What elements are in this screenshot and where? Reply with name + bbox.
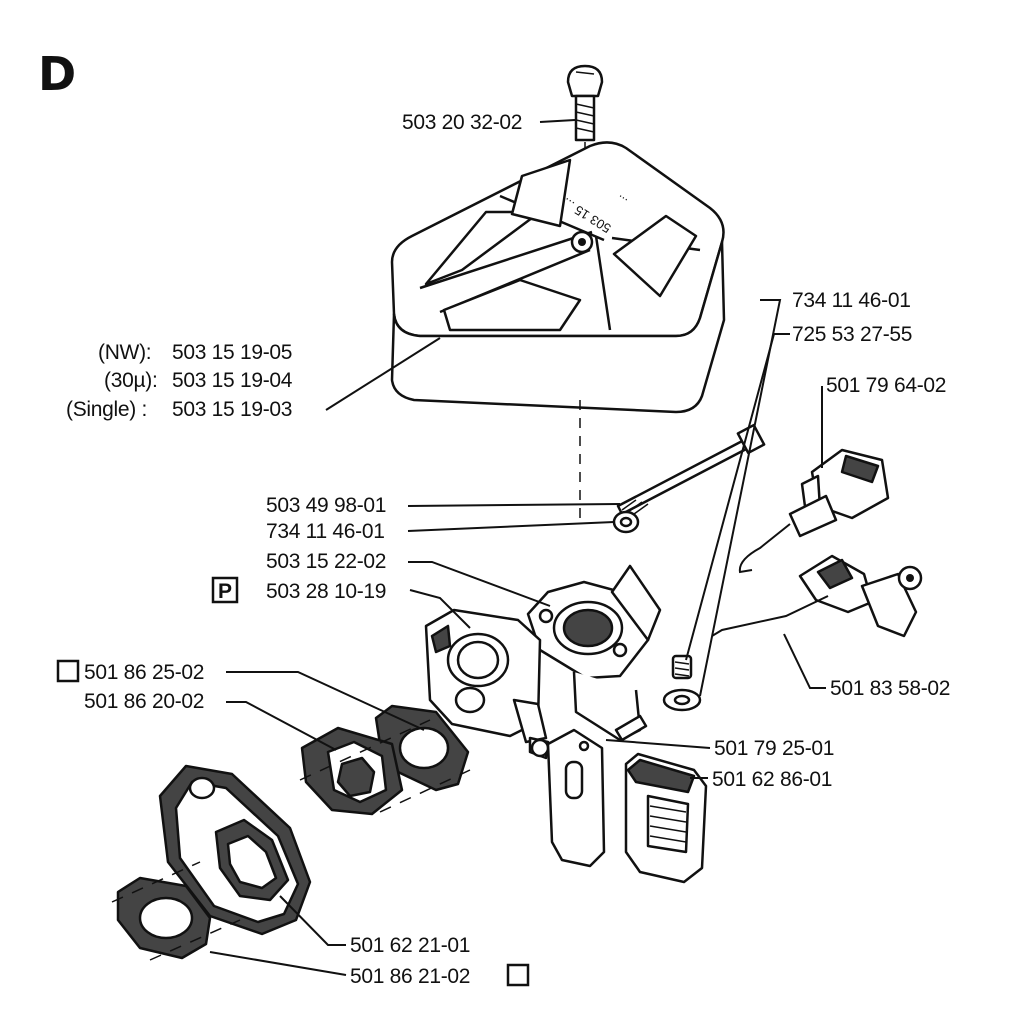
- screw-right-part: [662, 654, 702, 712]
- axis-carb: [299, 719, 431, 781]
- label-gasket-top: 501 86 25-02: [84, 661, 204, 684]
- label-housing: 501 62 21-01: [350, 934, 470, 957]
- leader-lines: [209, 119, 826, 976]
- label-washer-left: 734 11 46-01: [266, 520, 385, 543]
- label-choke-link: 501 83 58-02: [830, 677, 950, 700]
- label-cover-single-prefix: (Single) :: [66, 398, 147, 421]
- label-screw-top: 503 20 32-02: [402, 111, 522, 134]
- label-cover-single-part: 503 15 19-03: [172, 398, 292, 421]
- label-plate: 501 79 25-01: [714, 737, 834, 760]
- label-screw-right: 725 53 27-55: [792, 323, 912, 346]
- label-p-marker: P: [218, 580, 232, 603]
- filter-block-part: [624, 752, 708, 884]
- axis-lower-right: [149, 919, 241, 961]
- label-cover-nw-prefix: (NW):: [98, 341, 151, 364]
- label-gasket-bottom: 501 86 21-02: [350, 965, 470, 988]
- axis-carb-2: [379, 769, 471, 813]
- label-filter-block: 501 62 86-01: [712, 768, 832, 791]
- gasket-top-marker-box: [56, 659, 80, 683]
- gasket-bottom-marker-box: [506, 963, 530, 987]
- plate-part: [546, 728, 606, 868]
- axis-lower-left: [111, 861, 201, 903]
- choke-assembly-part: [711, 554, 923, 638]
- label-cover-nw-part: 503 15 19-05: [172, 341, 292, 364]
- filter-cover-part: 503 15 ... ...: [390, 141, 726, 414]
- section-letter: D: [38, 47, 76, 101]
- label-bracket: 503 15 22-02: [266, 550, 386, 573]
- label-washer-right: 734 11 46-01: [792, 289, 911, 312]
- label-long-bolt: 503 49 98-01: [266, 494, 386, 517]
- housing-part: [158, 764, 312, 936]
- carburetor-part: [424, 608, 550, 760]
- label-intake-adapter: 501 86 20-02: [84, 690, 204, 713]
- label-throttle-part: 501 79 64-02: [826, 374, 946, 397]
- gasket-upper-part: [374, 704, 470, 792]
- intake-adapter-part: [300, 726, 404, 816]
- label-carburetor: 503 28 10-19: [266, 580, 386, 603]
- label-cover-30u-prefix: (30µ):: [104, 369, 157, 392]
- p-marker-box: [211, 576, 239, 604]
- throttle-part: [738, 448, 890, 574]
- gasket-bottom-part: [116, 876, 212, 960]
- long-bolt-part: [616, 423, 766, 516]
- screw-top-part: [566, 64, 604, 142]
- washer-left-part: [612, 510, 640, 534]
- bracket-part: [526, 564, 662, 742]
- label-cover-30u-part: 503 15 19-04: [172, 369, 293, 392]
